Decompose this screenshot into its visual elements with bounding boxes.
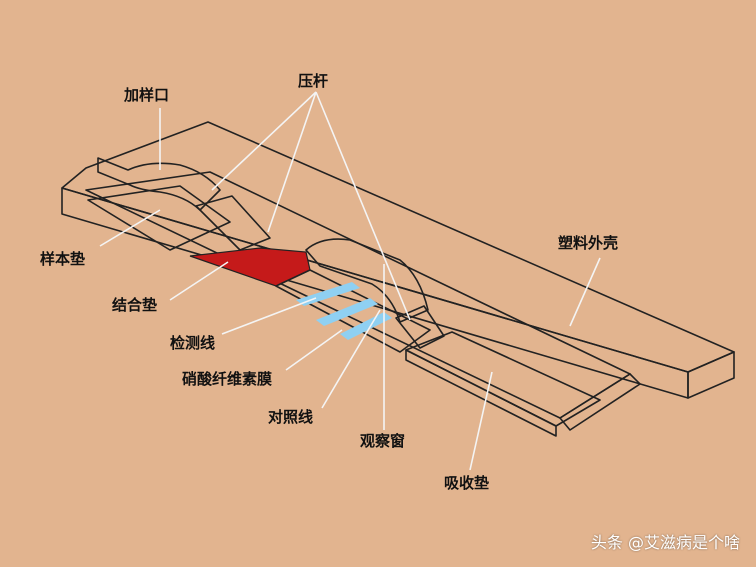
label-press-bar: 压杆 bbox=[298, 72, 328, 90]
label-test-line: 检测线 bbox=[170, 334, 215, 352]
casing-front-side bbox=[61, 187, 689, 399]
absorbent-pad-edge bbox=[405, 349, 557, 437]
label-control-line: 对照线 bbox=[268, 408, 313, 426]
inner-channel bbox=[85, 171, 631, 419]
leader-lines bbox=[99, 91, 601, 471]
extra-line-mark bbox=[340, 312, 392, 340]
label-nitrocellulose: 硝酸纤维素膜 bbox=[182, 370, 272, 388]
casing-end-step bbox=[559, 373, 641, 431]
label-conjugate-pad: 结合垫 bbox=[112, 296, 157, 314]
casing-top-surface bbox=[61, 121, 735, 373]
sample-pad bbox=[87, 185, 231, 251]
label-observation-window: 观察窗 bbox=[360, 432, 405, 450]
label-sample-port: 加样口 bbox=[123, 86, 169, 104]
press-bar-left bbox=[195, 195, 271, 251]
control-line-mark bbox=[316, 298, 378, 326]
observation-window-frame bbox=[305, 238, 429, 323]
conjugate-pad bbox=[189, 247, 311, 287]
label-absorbent-pad: 吸收垫 bbox=[444, 474, 489, 492]
casing-right-end bbox=[687, 351, 735, 399]
label-sample-pad: 样本垫 bbox=[40, 250, 85, 268]
label-plastic-shell: 塑料外壳 bbox=[558, 234, 618, 252]
press-bar-right bbox=[395, 305, 445, 349]
watermark: 头条 @艾滋病是个啥 bbox=[590, 533, 740, 552]
